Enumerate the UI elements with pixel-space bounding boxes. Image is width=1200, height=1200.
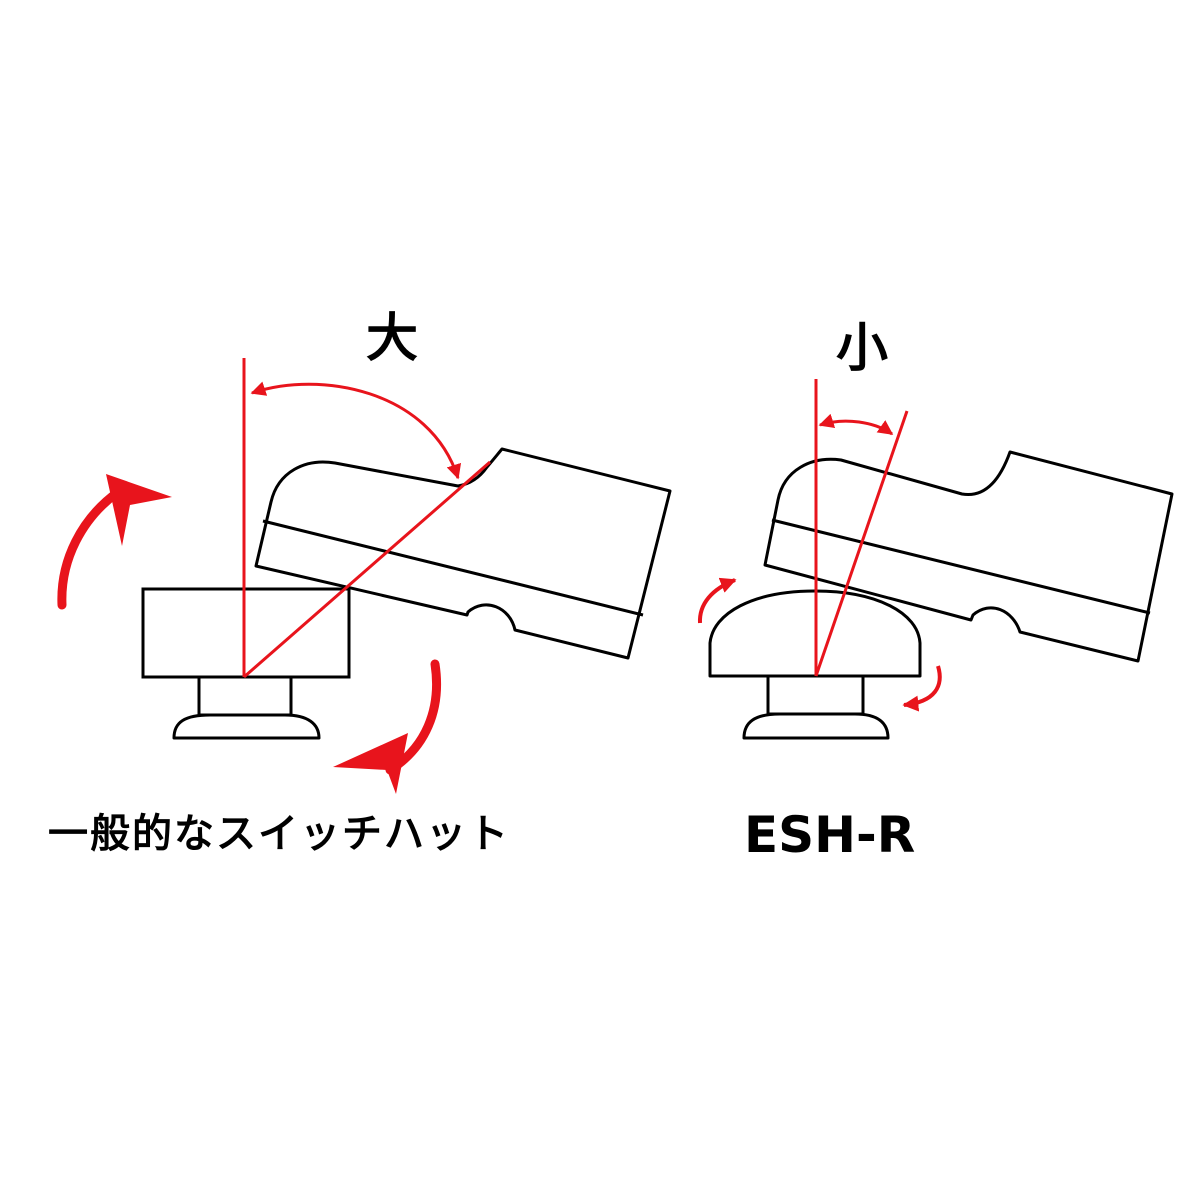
switch-lever-icon [763,450,1174,663]
label-general-hat: 一般的なスイッチハット [48,811,510,857]
lever-angle-line [243,460,491,679]
tilt-arrow-up-left-icon [57,474,172,610]
label-product-name: ESH-R [744,806,916,864]
switch-hat-icon [141,587,351,740]
label-small-angle: 小 [836,319,889,379]
tilt-arrow-down-right-icon [902,665,942,712]
general-switch-group [57,358,672,794]
esh-r-group [697,379,1174,740]
switch-hat-icon [708,589,922,740]
lever-angle-line [814,410,909,677]
tilt-arrow-up-left-icon [697,577,737,624]
label-large-angle: 大 [366,309,419,369]
large-angle-arc [250,381,462,480]
small-angle-arc [818,413,894,436]
tilt-arrow-down-right-icon [333,659,442,794]
